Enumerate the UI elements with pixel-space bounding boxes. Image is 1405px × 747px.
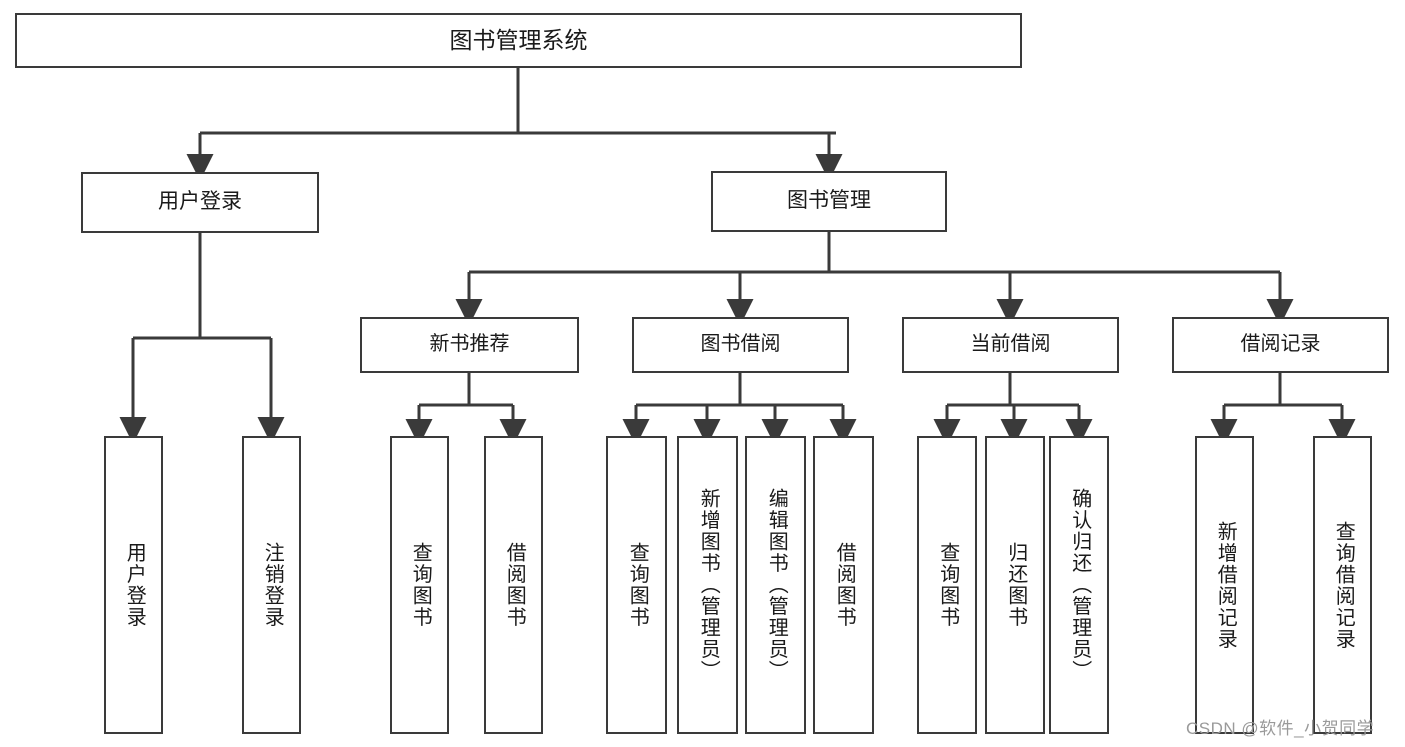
leaf-new-book-borrow[interactable]: 借阅图书	[484, 436, 543, 734]
node-label: 查询借阅记录	[1332, 520, 1355, 650]
leaf-book-borrow-borrow[interactable]: 借阅图书	[813, 436, 874, 734]
node-label: 归还图书	[1004, 542, 1027, 628]
node-label: 新增图书（管理员）	[697, 488, 720, 682]
node-label: 图书管理	[787, 189, 871, 213]
node-root-system[interactable]: 图书管理系统	[15, 13, 1022, 68]
node-user-login[interactable]: 用户登录	[81, 172, 319, 233]
node-label: 编辑图书（管理员）	[765, 488, 788, 682]
node-current-borrow[interactable]: 当前借阅	[902, 317, 1119, 373]
leaf-current-borrow-return[interactable]: 归还图书	[985, 436, 1045, 734]
node-label: 图书管理系统	[449, 27, 588, 54]
node-label: 图书借阅	[700, 333, 781, 356]
node-label: 新书推荐	[429, 333, 510, 356]
node-label: 查询图书	[409, 542, 432, 628]
node-book-borrow[interactable]: 图书借阅	[632, 317, 849, 373]
node-label: 新增借阅记录	[1214, 520, 1237, 650]
node-label: 确认归还（管理员）	[1068, 488, 1091, 682]
node-new-book-recommend[interactable]: 新书推荐	[360, 317, 579, 373]
leaf-current-borrow-confirm-return[interactable]: 确认归还（管理员）	[1049, 436, 1109, 734]
leaf-borrow-record-query[interactable]: 查询借阅记录	[1313, 436, 1372, 734]
leaf-borrow-record-add[interactable]: 新增借阅记录	[1195, 436, 1254, 734]
node-label: 用户登录	[158, 190, 242, 214]
node-book-management[interactable]: 图书管理	[711, 171, 947, 232]
node-label: 注销登录	[261, 542, 284, 628]
node-label: 当前借阅	[970, 333, 1051, 356]
leaf-book-borrow-edit[interactable]: 编辑图书（管理员）	[745, 436, 806, 734]
leaf-user-login-login[interactable]: 用户登录	[104, 436, 163, 734]
node-label: 借阅记录	[1240, 333, 1321, 356]
csdn-watermark: CSDN @软件_小贺同学	[1186, 719, 1375, 738]
node-label: 借阅图书	[833, 542, 856, 628]
node-label: 查询图书	[626, 542, 649, 628]
node-label: 借阅图书	[503, 542, 526, 628]
leaf-user-login-logout[interactable]: 注销登录	[242, 436, 301, 734]
leaf-current-borrow-query[interactable]: 查询图书	[917, 436, 977, 734]
node-borrow-record[interactable]: 借阅记录	[1172, 317, 1389, 373]
leaf-new-book-query[interactable]: 查询图书	[390, 436, 449, 734]
node-label: 查询图书	[936, 542, 959, 628]
leaf-book-borrow-add[interactable]: 新增图书（管理员）	[677, 436, 738, 734]
leaf-book-borrow-query[interactable]: 查询图书	[606, 436, 667, 734]
node-label: 用户登录	[123, 542, 146, 628]
